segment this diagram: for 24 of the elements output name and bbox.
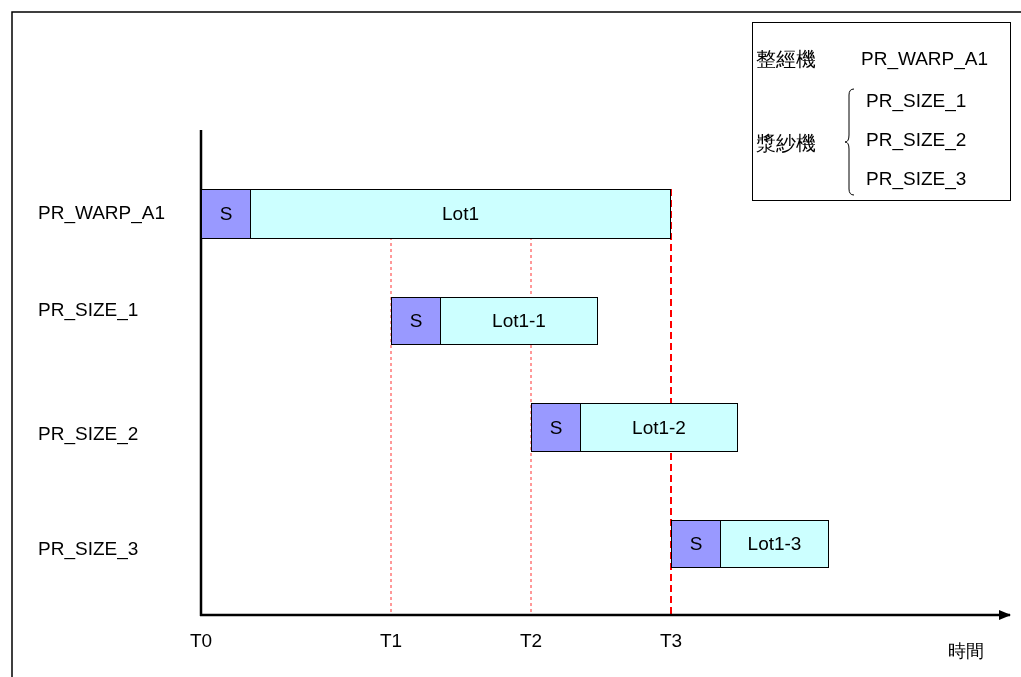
lot-bar: Lot1-1: [440, 297, 598, 345]
machine-name-label: PR_SIZE_3: [866, 169, 967, 188]
machine-name-label: PR_WARP_A1: [861, 49, 989, 68]
row-label: PR_SIZE_2: [38, 424, 139, 443]
legend-box: [752, 22, 1011, 201]
row-label: PR_SIZE_1: [38, 300, 139, 319]
row-label: PR_WARP_A1: [38, 203, 166, 222]
tick-label: T3: [660, 631, 683, 650]
setup-bar: S: [671, 520, 721, 568]
machine-type-label: 漿紗機: [756, 133, 816, 153]
lot-bar: Lot1-2: [580, 403, 738, 452]
lot-bar: Lot1-3: [720, 520, 829, 568]
row-label: PR_SIZE_3: [38, 539, 139, 558]
machine-name-label: PR_SIZE_1: [866, 91, 967, 110]
axis-title: 時間: [948, 642, 984, 660]
lot-bar: Lot1: [250, 189, 671, 239]
setup-bar: S: [201, 189, 251, 239]
tick-label: T2: [520, 631, 543, 650]
machine-name-label: PR_SIZE_2: [866, 130, 967, 149]
setup-bar: S: [391, 297, 441, 345]
setup-bar: S: [531, 403, 581, 452]
tick-label: T0: [190, 631, 213, 650]
tick-label: T1: [380, 631, 403, 650]
machine-type-label: 整經機: [756, 49, 816, 69]
